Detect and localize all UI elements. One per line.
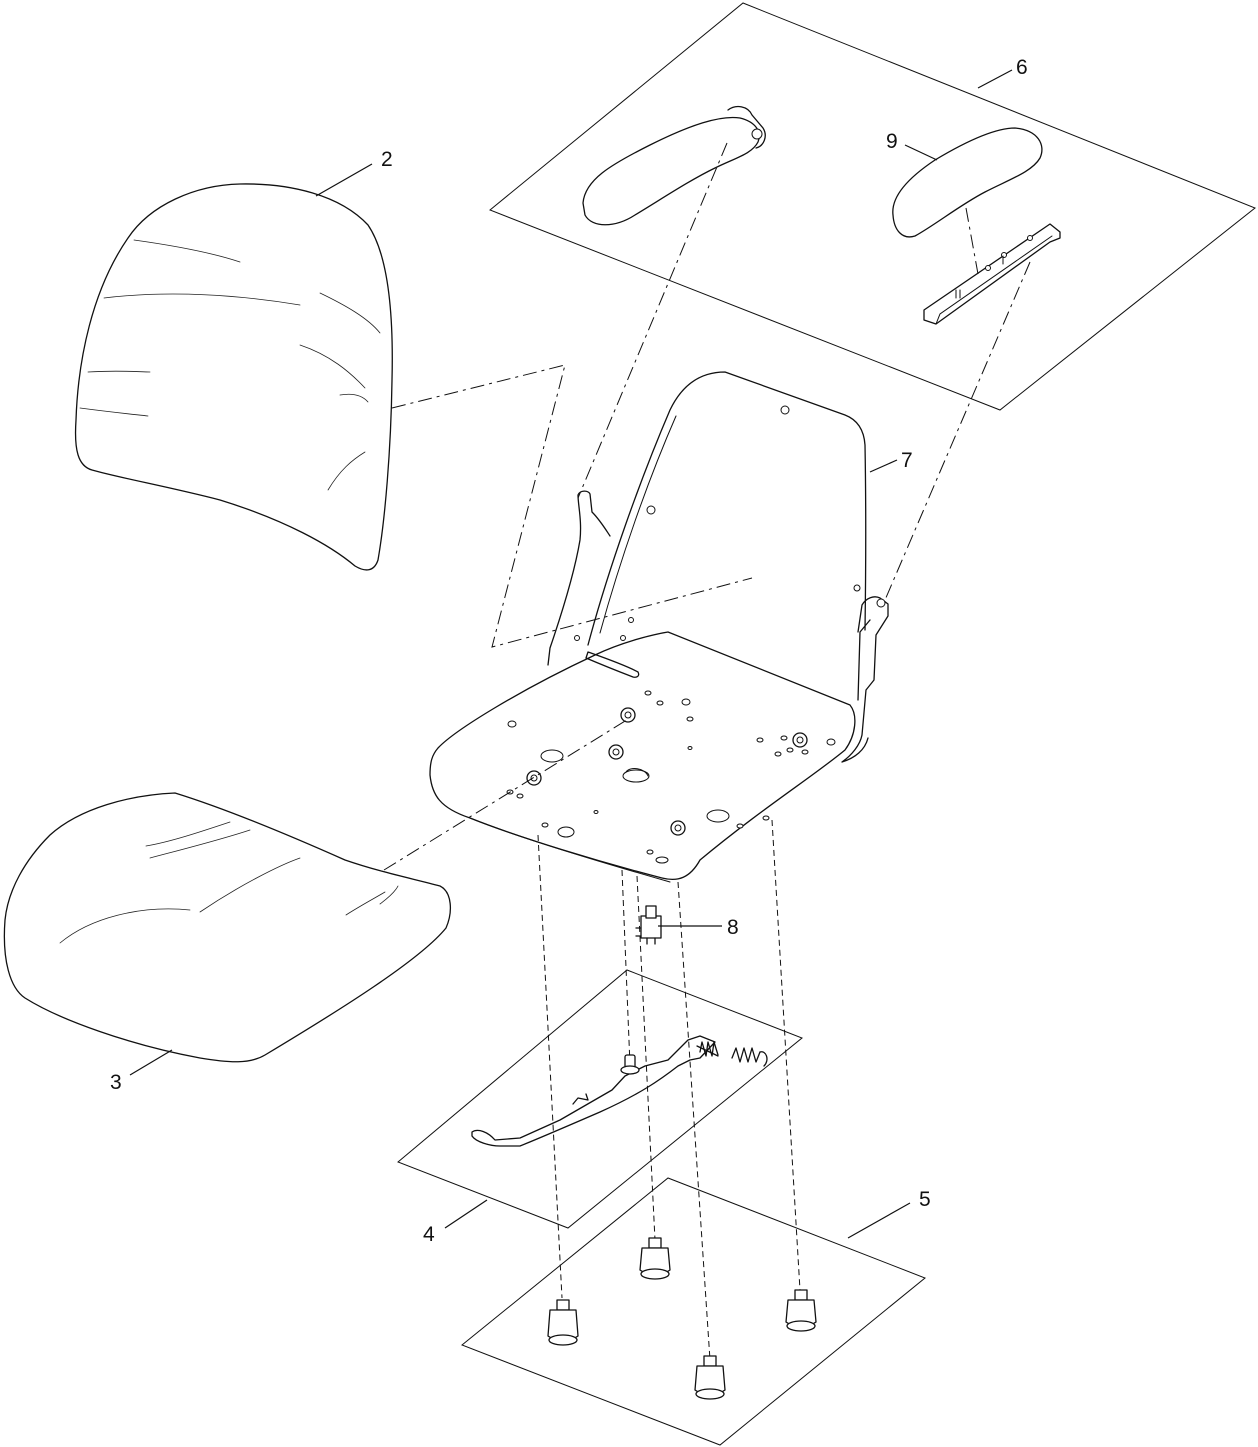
armrest-bracket-centerline xyxy=(965,207,979,275)
leader-3 xyxy=(129,1049,173,1076)
seat-pan-frame xyxy=(429,371,889,883)
callout-9: 9 xyxy=(886,130,898,153)
leader-4 xyxy=(444,1199,488,1229)
left-armrest xyxy=(582,105,766,226)
mount-line-4 xyxy=(677,881,711,1361)
callout-7: 7 xyxy=(901,449,913,472)
isolator-mounts xyxy=(547,1237,817,1400)
armrest-bracket xyxy=(923,223,1061,325)
mount-line-3 xyxy=(636,875,656,1241)
leader-2 xyxy=(315,163,373,197)
mount-line-2 xyxy=(621,869,631,1066)
callout-4: 4 xyxy=(423,1223,435,1246)
switch-actuator-arm xyxy=(471,1035,719,1147)
callout-8: 8 xyxy=(727,916,739,939)
right-armrest-centerline xyxy=(884,261,1031,601)
isolator-2 xyxy=(639,1237,671,1280)
seat-pan-nuts xyxy=(526,707,808,836)
callout-3: 3 xyxy=(110,1071,122,1094)
seat-bottom-cushion xyxy=(3,792,451,1063)
callout-6: 6 xyxy=(1016,56,1028,79)
mount-line-5 xyxy=(771,819,801,1291)
mount-line-1 xyxy=(537,834,563,1299)
leader-5 xyxy=(847,1202,911,1239)
isolator-1 xyxy=(547,1299,579,1346)
right-armrest xyxy=(892,127,1043,238)
armrest-kit-plane xyxy=(489,2,1256,411)
leader-9 xyxy=(904,144,938,161)
callout-2: 2 xyxy=(381,148,393,171)
isolator-4 xyxy=(785,1289,817,1332)
leader-6 xyxy=(977,69,1013,89)
callout-5: 5 xyxy=(919,1188,931,1211)
linkage-plane xyxy=(397,969,803,1229)
linkage-springs xyxy=(699,1041,768,1067)
seat-switch xyxy=(635,905,662,945)
seat-back-cushion xyxy=(74,183,393,571)
seat-back-centerline xyxy=(391,364,753,648)
left-armrest-centerline xyxy=(577,142,728,499)
isolator-3 xyxy=(694,1355,726,1400)
isolator-plane xyxy=(461,1177,926,1446)
seat-bottom-centerline xyxy=(383,717,631,871)
leader-7 xyxy=(869,459,898,473)
